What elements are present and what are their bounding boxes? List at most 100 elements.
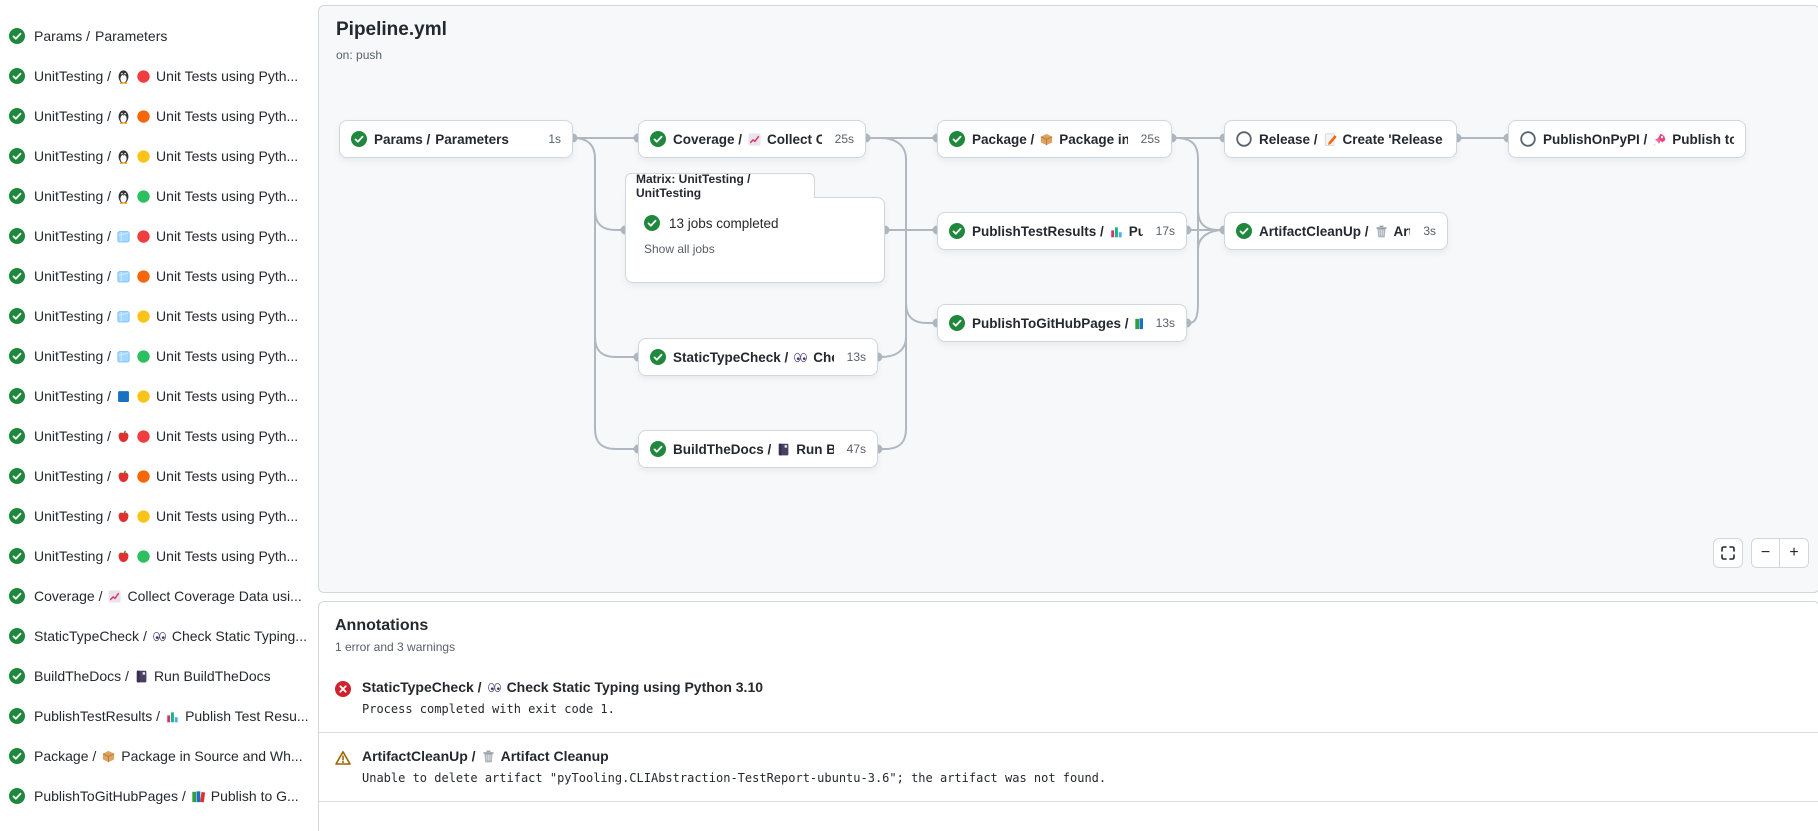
eyes-icon bbox=[152, 629, 167, 644]
sidebar-job-label: UnitTesting /Unit Tests using Pyth... bbox=[34, 348, 298, 364]
graph-node-package[interactable]: Package /Package in So...25s bbox=[937, 120, 1172, 158]
sidebar-job-item[interactable]: UnitTesting /Unit Tests using Pyth... bbox=[0, 176, 318, 216]
graph-node-label: StaticTypeCheck /Chec... bbox=[673, 350, 834, 365]
graph-node-label: ArtifactCleanUp /Artifac... bbox=[1259, 224, 1410, 239]
graph-node-publishtogithubpages[interactable]: PublishToGitHubPages /...13s bbox=[937, 304, 1187, 342]
zoom-out-button[interactable]: − bbox=[1752, 539, 1780, 567]
sidebar-job-label: UnitTesting /Unit Tests using Pyth... bbox=[34, 228, 298, 244]
job-duration: 25s bbox=[1135, 132, 1160, 146]
sidebar-job-item[interactable]: Coverage /Collect Coverage Data usi... bbox=[0, 576, 318, 616]
sidebar-job-item[interactable]: UnitTesting /Unit Tests using Pyth... bbox=[0, 336, 318, 376]
dot-red-icon bbox=[136, 229, 151, 244]
sidebar-job-label: UnitTesting /Unit Tests using Pyth... bbox=[34, 308, 298, 324]
barchart-icon bbox=[1109, 224, 1124, 239]
sidebar-job-item[interactable]: PublishTestResults /Publish Test Resu... bbox=[0, 696, 318, 736]
annotation-item-error: StaticTypeCheck /Check Static Typing usi… bbox=[319, 664, 1818, 733]
chart-up-icon bbox=[107, 589, 122, 604]
sidebar-job-item[interactable]: UnitTesting /Unit Tests using Pyth... bbox=[0, 496, 318, 536]
zoom-in-button[interactable]: + bbox=[1780, 539, 1808, 567]
sidebar-job-label: Package /Package in Source and Wh... bbox=[34, 748, 303, 764]
check-success-icon bbox=[9, 588, 25, 604]
barchart-icon bbox=[165, 709, 180, 724]
dot-yellow-icon bbox=[136, 149, 151, 164]
check-success-icon bbox=[9, 428, 25, 444]
book-icon bbox=[134, 669, 149, 684]
graph-node-label: PublishOnPyPI /Publish to ... bbox=[1543, 132, 1734, 147]
sidebar-job-label: UnitTesting /Unit Tests using Pyth... bbox=[34, 468, 298, 484]
graph-node-label: PublishTestResults /Pu... bbox=[972, 224, 1143, 239]
apple-icon bbox=[116, 429, 131, 444]
sidebar-job-label: PublishTestResults /Publish Test Resu... bbox=[34, 708, 309, 724]
dot-yellow-icon bbox=[136, 309, 151, 324]
ice-icon bbox=[116, 229, 131, 244]
show-all-jobs-link[interactable]: Show all jobs bbox=[644, 242, 715, 256]
job-duration: 13s bbox=[841, 350, 866, 364]
check-success-icon bbox=[949, 315, 965, 331]
dot-orange-icon bbox=[136, 469, 151, 484]
sidebar-job-item[interactable]: UnitTesting /Unit Tests using Pyth... bbox=[0, 376, 318, 416]
annotations-list: StaticTypeCheck /Check Static Typing usi… bbox=[319, 664, 1818, 802]
annotation-detail: Unable to delete artifact "pyTooling.CLI… bbox=[362, 771, 1106, 785]
annotation-title-link[interactable]: ArtifactCleanUp /Artifact Cleanup bbox=[362, 748, 1106, 764]
matrix-group-node[interactable]: 13 jobs completed Show all jobs bbox=[625, 197, 885, 283]
sidebar-job-item[interactable]: UnitTesting /Unit Tests using Pyth... bbox=[0, 256, 318, 296]
check-success-icon bbox=[9, 308, 25, 324]
check-success-icon bbox=[9, 148, 25, 164]
sidebar-job-item[interactable]: UnitTesting /Unit Tests using Pyth... bbox=[0, 416, 318, 456]
sidebar-job-label: UnitTesting /Unit Tests using Pyth... bbox=[34, 68, 298, 84]
graph-node-statictypecheck[interactable]: StaticTypeCheck /Chec... 13s bbox=[638, 338, 878, 376]
check-success-icon bbox=[9, 388, 25, 404]
circle-skipped-icon bbox=[1520, 131, 1536, 147]
eyes-icon bbox=[487, 680, 502, 695]
annotation-body: StaticTypeCheck /Check Static Typing usi… bbox=[362, 679, 763, 716]
sidebar-job-item[interactable]: Package /Package in Source and Wh... bbox=[0, 736, 318, 776]
check-success-icon bbox=[650, 349, 666, 365]
check-success-icon bbox=[949, 223, 965, 239]
sidebar-job-item[interactable]: UnitTesting /Unit Tests using Pyth... bbox=[0, 456, 318, 496]
dot-red-icon bbox=[136, 429, 151, 444]
check-success-icon bbox=[1236, 223, 1252, 239]
check-success-icon bbox=[9, 708, 25, 724]
sidebar-job-item[interactable]: UnitTesting /Unit Tests using Pyth... bbox=[0, 96, 318, 136]
annotation-title-link[interactable]: StaticTypeCheck /Check Static Typing usi… bbox=[362, 679, 763, 695]
sidebar-job-label: UnitTesting /Unit Tests using Pyth... bbox=[34, 188, 298, 204]
sidebar-job-item[interactable]: UnitTesting /Unit Tests using Pyth... bbox=[0, 216, 318, 256]
pencil-icon bbox=[1323, 132, 1338, 147]
graph-node-release[interactable]: Release /Create 'Release P... bbox=[1224, 120, 1457, 158]
sidebar-job-item[interactable]: UnitTesting /Unit Tests using Pyth... bbox=[0, 296, 318, 336]
check-success-icon bbox=[644, 215, 660, 231]
sidebar-job-item[interactable]: StaticTypeCheck /Check Static Typing... bbox=[0, 616, 318, 656]
graph-node-buildthedocs[interactable]: BuildTheDocs /Run Buil...47s bbox=[638, 430, 878, 468]
sidebar-job-item[interactable]: UnitTesting /Unit Tests using Pyth... bbox=[0, 56, 318, 96]
sidebar-job-item[interactable]: Params /Parameters bbox=[0, 16, 318, 56]
sidebar-job-label: StaticTypeCheck /Check Static Typing... bbox=[34, 628, 307, 644]
workflow-trigger: on: push bbox=[336, 48, 382, 62]
penguin-icon bbox=[116, 69, 131, 84]
apple-icon bbox=[116, 509, 131, 524]
dot-yellow-icon bbox=[136, 509, 151, 524]
graph-node-coverage[interactable]: Coverage /Collect Cove...25s bbox=[638, 120, 866, 158]
sidebar-job-item[interactable]: UnitTesting /Unit Tests using Pyth... bbox=[0, 536, 318, 576]
sidebar-job-label: UnitTesting /Unit Tests using Pyth... bbox=[34, 508, 298, 524]
sidebar-job-item[interactable]: PublishToGitHubPages /Publish to G... bbox=[0, 776, 318, 815]
sidebar-job-item[interactable]: BuildTheDocs /Run BuildTheDocs bbox=[0, 656, 318, 696]
fullscreen-button[interactable] bbox=[1713, 538, 1743, 568]
graph-node-publishonpypi[interactable]: PublishOnPyPI /Publish to ... bbox=[1508, 120, 1746, 158]
sidebar-job-item[interactable]: UnitTesting /Unit Tests using Pyth... bbox=[0, 136, 318, 176]
graph-node-artifactcleanup[interactable]: ArtifactCleanUp /Artifac...3s bbox=[1224, 212, 1448, 250]
graph-node-label: Coverage /Collect Cove... bbox=[673, 132, 822, 147]
job-duration: 1s bbox=[542, 132, 561, 146]
sidebar-job-label: UnitTesting /Unit Tests using Pyth... bbox=[34, 388, 298, 404]
trash-icon bbox=[481, 749, 496, 764]
matrix-status: 13 jobs completed bbox=[644, 215, 866, 231]
chart-up-icon bbox=[747, 132, 762, 147]
check-success-icon bbox=[9, 788, 25, 804]
apple-icon bbox=[116, 549, 131, 564]
graph-node-publishtestresults[interactable]: PublishTestResults /Pu...17s bbox=[937, 212, 1187, 250]
check-success-icon bbox=[351, 131, 367, 147]
books-icon bbox=[1134, 316, 1143, 331]
